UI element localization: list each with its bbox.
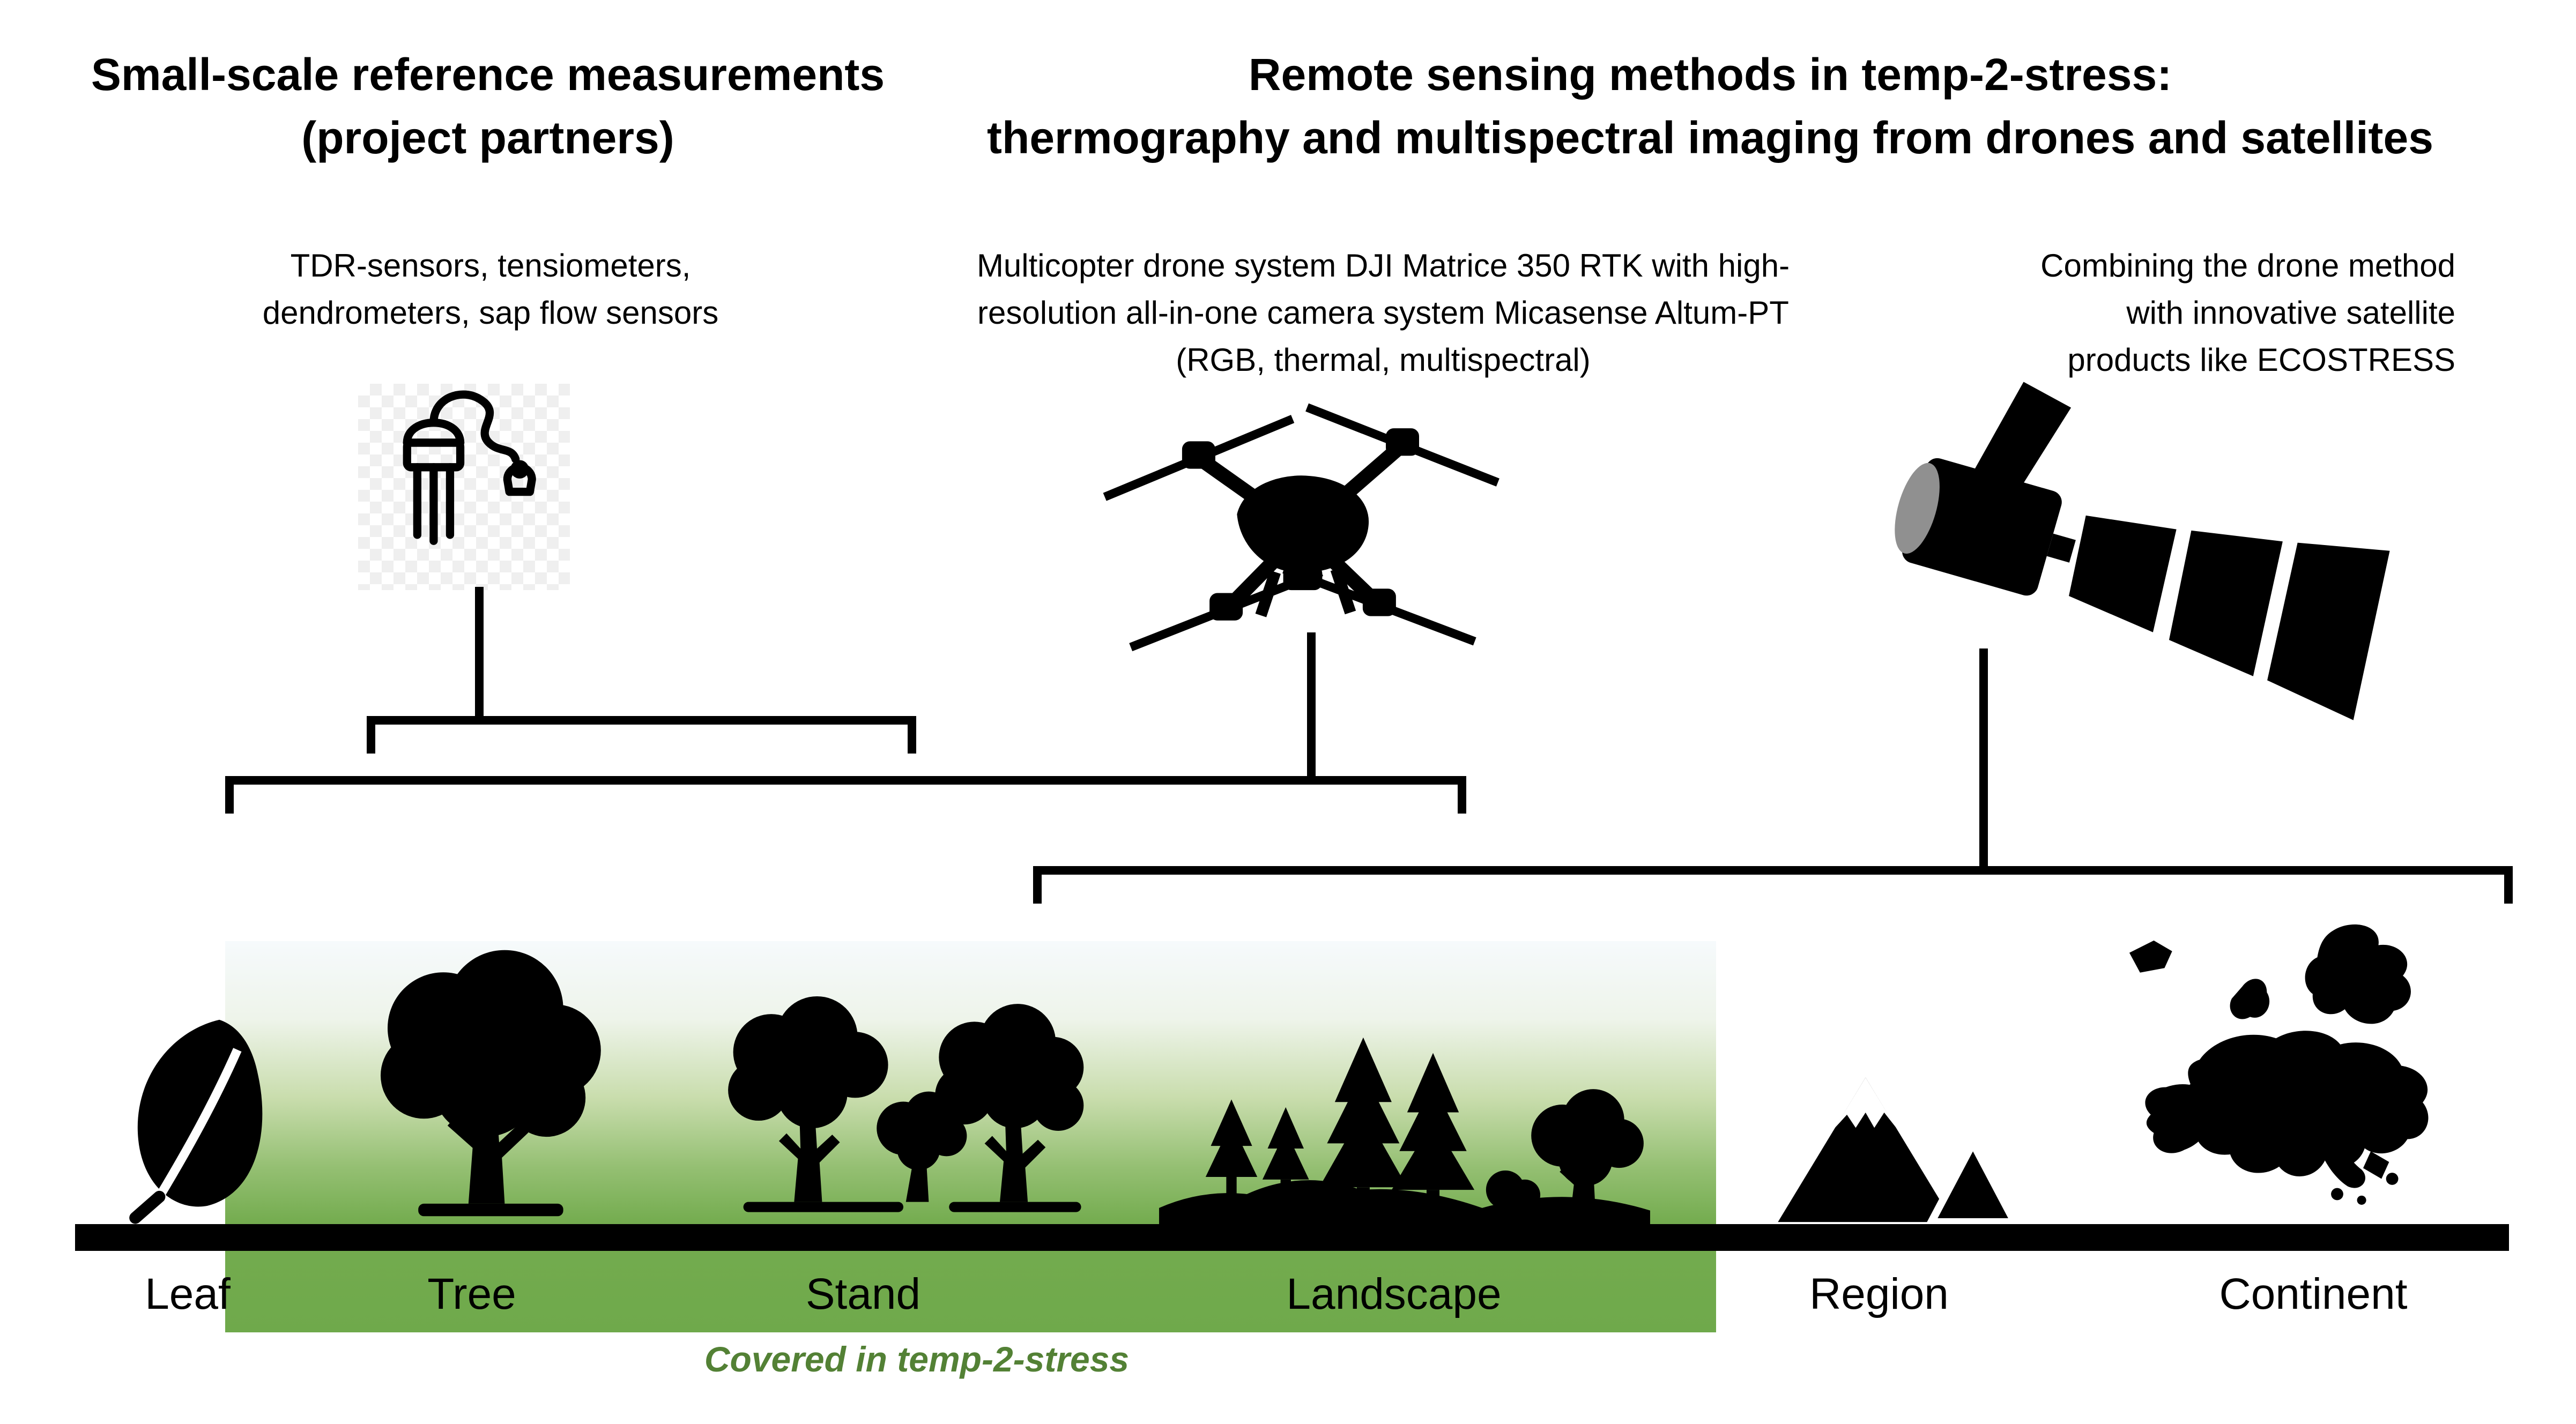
- bracket-tick: [2504, 866, 2513, 904]
- scale-axis-bar: [75, 1224, 2509, 1251]
- covered-caption: Covered in temp-2-stress: [704, 1339, 1130, 1379]
- scale-label-leaf: Leaf: [145, 1270, 231, 1318]
- scale-label-landscape: Landscape: [1286, 1270, 1502, 1318]
- text-line: products like ECOSTRESS: [2067, 342, 2455, 378]
- text-line: Combining the drone method: [2040, 248, 2455, 284]
- bracket-tick: [367, 716, 375, 754]
- mountain-icon: [1769, 1058, 2021, 1226]
- drone-bracket: [225, 776, 1466, 785]
- drone-description: Multicopter drone system DJI Matrice 350…: [911, 242, 1855, 384]
- scale-label-continent: Continent: [2219, 1270, 2408, 1318]
- bracket-tick: [1458, 776, 1466, 814]
- landscape-icon: [1158, 975, 1651, 1227]
- scale-label-stand: Stand: [805, 1270, 921, 1318]
- text-line: Multicopter drone system DJI Matrice 350…: [976, 248, 1790, 284]
- bracket-stem: [1307, 632, 1316, 780]
- scale-label-tree: Tree: [427, 1270, 516, 1318]
- satellite-bracket: [1033, 866, 2513, 875]
- text-line: (RGB, thermal, multispectral): [1176, 342, 1591, 378]
- sensor-bracket: [367, 716, 916, 725]
- bracket-tick: [1033, 866, 1042, 904]
- text-line: TDR-sensors, tensiometers,: [290, 248, 691, 284]
- soil-sensor-icon: [354, 375, 579, 600]
- satellite-description: Combining the drone method with innovati…: [1909, 242, 2455, 384]
- heading-line: thermography and multispectral imaging f…: [987, 113, 2433, 163]
- satellite-icon: [1844, 354, 2412, 793]
- heading-right: Remote sensing methods in temp-2-stress:…: [938, 43, 2482, 169]
- drone-icon: [1045, 370, 1560, 702]
- bracket-stem: [1979, 648, 1988, 871]
- text-line: with innovative satellite: [2126, 295, 2455, 331]
- stand-icon: [697, 986, 1110, 1227]
- bracket-stem: [475, 587, 484, 721]
- europe-map-icon: [2104, 919, 2509, 1225]
- tree-icon: [346, 946, 625, 1227]
- sensors-description: TDR-sensors, tensiometers, dendrometers,…: [225, 242, 756, 337]
- text-line: resolution all-in-one camera system Mica…: [977, 295, 1789, 331]
- scale-label-region: Region: [1809, 1270, 1949, 1318]
- bracket-tick: [908, 716, 916, 754]
- heading-left: Small-scale reference measurements (proj…: [80, 43, 895, 169]
- heading-line: (project partners): [301, 113, 674, 163]
- heading-line: Remote sensing methods in temp-2-stress:: [1248, 49, 2172, 100]
- bracket-tick: [225, 776, 234, 814]
- heading-line: Small-scale reference measurements: [91, 49, 885, 100]
- leaf-icon: [123, 1013, 273, 1225]
- text-line: dendrometers, sap flow sensors: [262, 295, 719, 331]
